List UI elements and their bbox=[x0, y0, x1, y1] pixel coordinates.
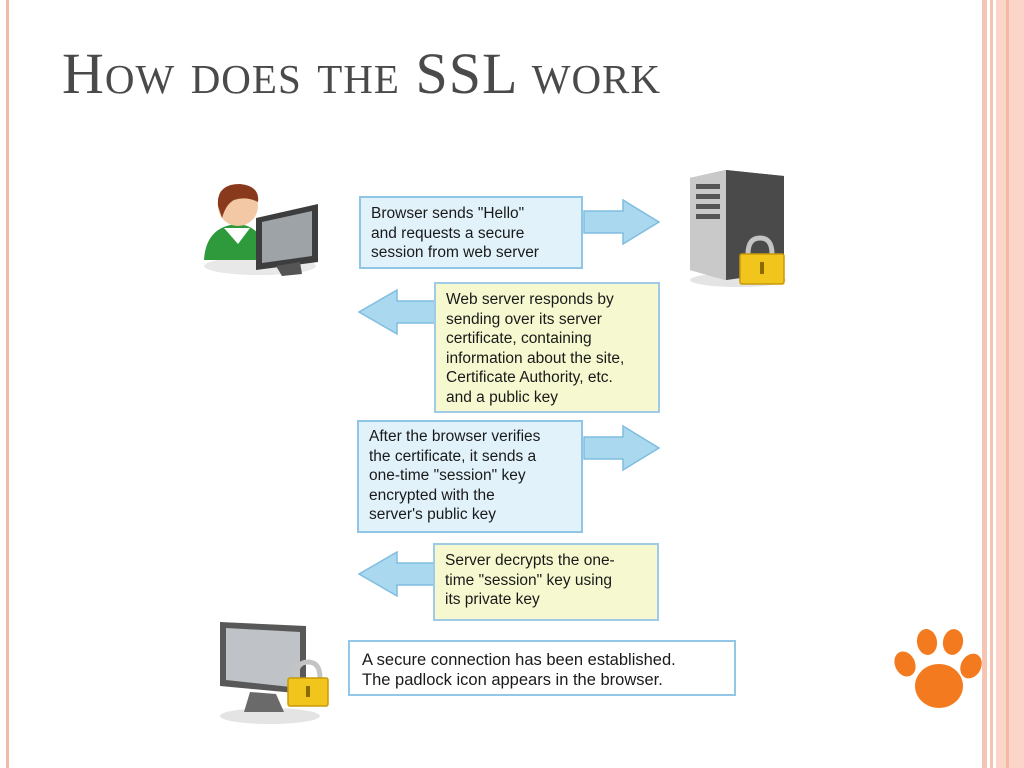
result-text: A secure connection has been established… bbox=[362, 651, 676, 689]
step-4-box: Server decrypts the one- time "session" … bbox=[433, 543, 659, 621]
slide-frame-right bbox=[996, 0, 1024, 768]
step-3-text: After the browser verifies the certifica… bbox=[369, 428, 541, 523]
right-arrow bbox=[583, 424, 661, 472]
step-2-box: Web server responds by sending over its … bbox=[434, 282, 660, 413]
left-arrow bbox=[357, 288, 437, 336]
right-arrow bbox=[583, 198, 661, 246]
user-at-computer-icon bbox=[204, 184, 318, 276]
slide-frame-line bbox=[982, 0, 987, 768]
slide-frame-line bbox=[1006, 0, 1009, 768]
monitor-with-padlock-icon bbox=[220, 622, 329, 724]
paw-logo-icon bbox=[894, 629, 982, 708]
step-2-text: Web server responds by sending over its … bbox=[446, 291, 625, 406]
result-box: A secure connection has been established… bbox=[348, 640, 736, 696]
step-1-text: Browser sends "Hello" and requests a sec… bbox=[371, 205, 539, 261]
server-with-padlock-icon bbox=[690, 170, 786, 287]
step-4-text: Server decrypts the one- time "session" … bbox=[445, 552, 615, 608]
step-3-box: After the browser verifies the certifica… bbox=[357, 420, 583, 533]
step-1-box: Browser sends "Hello" and requests a sec… bbox=[359, 196, 583, 269]
slide-title: How does the SSL work bbox=[62, 41, 662, 106]
left-arrow bbox=[357, 550, 437, 598]
slide-frame-line bbox=[990, 0, 993, 768]
slide-frame-left bbox=[6, 0, 9, 768]
